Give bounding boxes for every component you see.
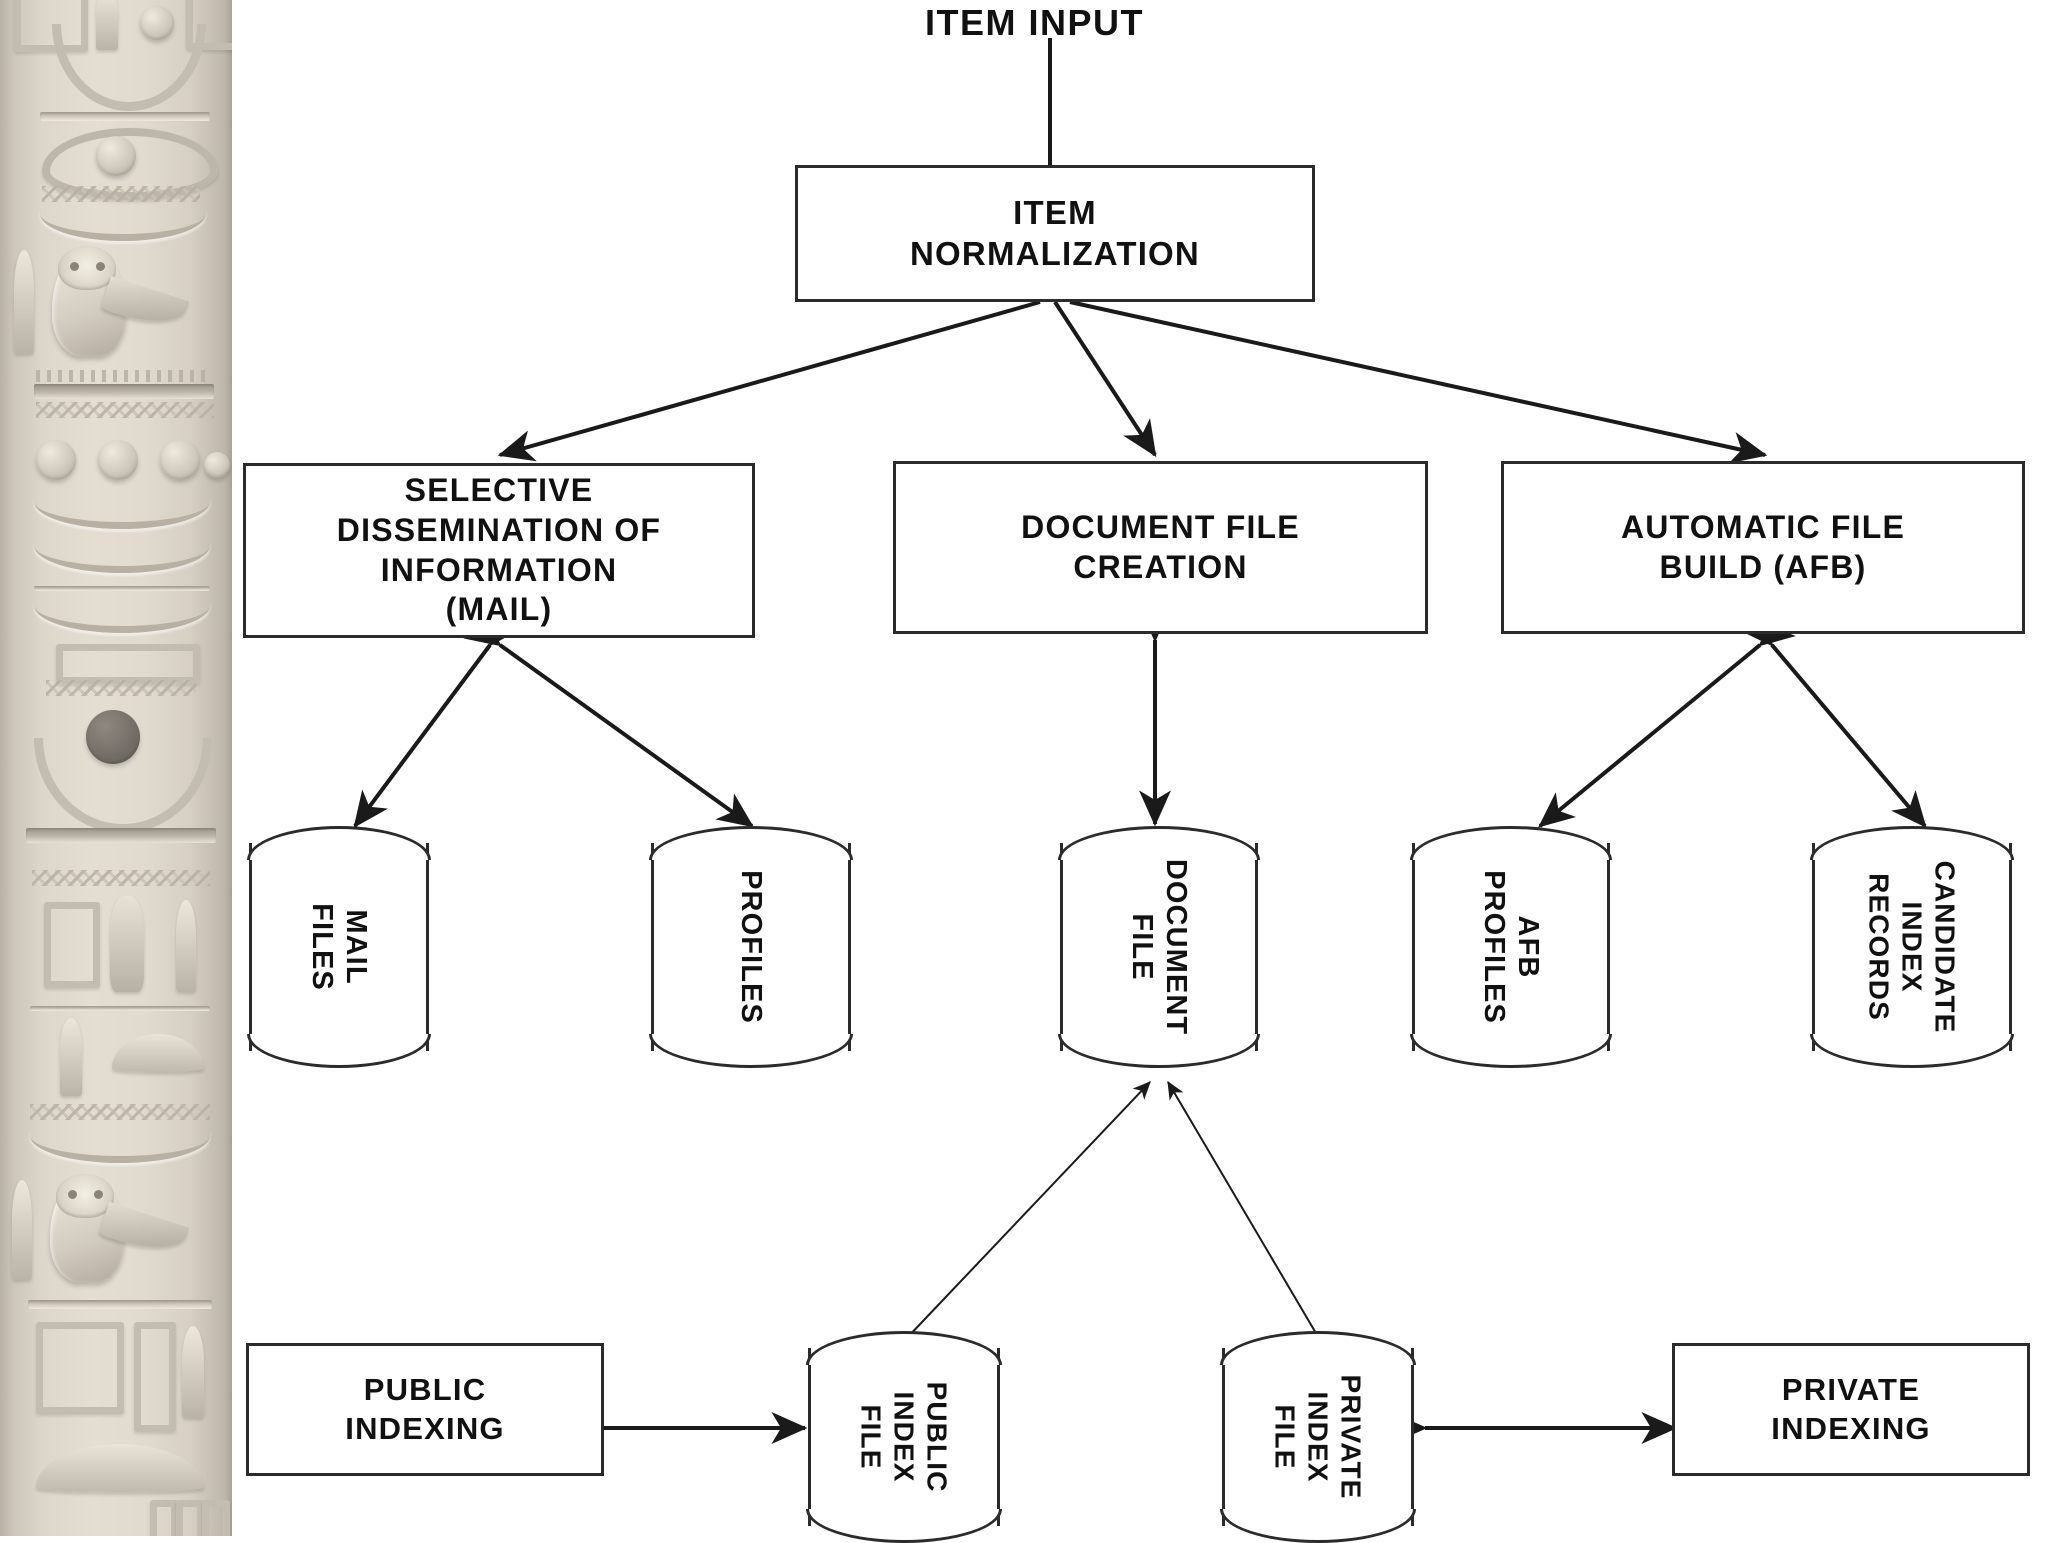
node-private-indexing-label: PRIVATE INDEXING	[1771, 1372, 1931, 1446]
datastore-candidate-index-records[interactable]: CANDIDATE INDEX RECORDS	[1810, 826, 2014, 1068]
datastore-bottom-cap	[806, 1509, 1002, 1543]
wire-norm-to-afb	[1069, 300, 1768, 464]
datastore-body	[808, 1348, 1000, 1526]
datastore-public-index-file-label: PUBLIC INDEX FILE	[855, 1381, 953, 1493]
datastore-bottom-cap	[1410, 1034, 1612, 1068]
datastore-top-cap	[247, 826, 431, 860]
wire-publicindexfile-documentfile	[904, 1081, 1151, 1341]
node-private-indexing[interactable]: PRIVATE INDEXING	[1672, 1343, 2030, 1476]
datastore-body	[1412, 843, 1610, 1051]
datastore-body	[1812, 843, 2012, 1051]
datastore-bottom-cap	[1058, 1034, 1260, 1068]
datastore-bottom-cap	[1220, 1509, 1416, 1543]
datastore-profiles[interactable]: PROFILES	[649, 826, 853, 1068]
datastore-body	[1060, 843, 1258, 1051]
node-public-indexing[interactable]: PUBLIC INDEXING	[246, 1343, 604, 1476]
node-automatic-file-build-label: AUTOMATIC FILE BUILD (AFB)	[1620, 508, 1906, 585]
node-item-normalization[interactable]: ITEM NORMALIZATION	[795, 165, 1315, 302]
datastore-bottom-cap	[649, 1034, 853, 1068]
datastore-body	[651, 843, 851, 1051]
datastore-bottom-cap	[247, 1034, 431, 1068]
datastore-top-cap	[806, 1331, 1002, 1365]
datastore-mail-files-label: MAIL FILES	[306, 903, 373, 991]
node-selective-dissemination[interactable]: SELECTIVE DISSEMINATION OF INFORMATION (…	[243, 463, 755, 638]
node-selective-dissemination-label: SELECTIVE DISSEMINATION OF INFORMATION (…	[336, 472, 662, 628]
wire-afb-profiles	[1538, 611, 1797, 828]
datastore-candidate-index-records-label: CANDIDATE INDEX RECORDS	[1863, 860, 1961, 1034]
wire-sdi-mailfiles	[353, 608, 523, 828]
datastore-mail-files[interactable]: MAIL FILES	[247, 826, 431, 1068]
datastore-top-cap	[1810, 826, 2014, 860]
node-item-normalization-label: ITEM NORMALIZATION	[910, 193, 1200, 272]
datastore-body	[1222, 1348, 1414, 1526]
datastore-body	[249, 843, 429, 1051]
wire-afb-candidate	[1738, 609, 1927, 828]
datastore-profiles-label: PROFILES	[735, 870, 768, 1024]
datastore-document-file-label: DOCUMENT FILE	[1126, 858, 1193, 1036]
wire-norm-to-dfc	[1053, 300, 1157, 458]
datastore-top-cap	[1058, 826, 1260, 860]
wire-sdi-profiles	[463, 612, 754, 828]
node-document-file-creation-label: DOCUMENT FILE CREATION	[1021, 508, 1300, 585]
datastore-top-cap	[1410, 826, 1612, 860]
wire-norm-to-sdi	[497, 300, 1041, 462]
datastore-bottom-cap	[1810, 1034, 2014, 1068]
datastore-afb-profiles-label: AFB PROFILES	[1478, 870, 1545, 1024]
datastore-afb-profiles[interactable]: AFB PROFILES	[1410, 826, 1612, 1068]
hieroglyph-relief-image	[0, 0, 232, 1536]
datastore-top-cap	[1220, 1331, 1416, 1365]
datastore-public-index-file[interactable]: PUBLIC INDEX FILE	[806, 1331, 1002, 1543]
datastore-document-file[interactable]: DOCUMENT FILE	[1058, 826, 1260, 1068]
datastore-private-index-file[interactable]: PRIVATE INDEX FILE	[1220, 1331, 1416, 1543]
node-document-file-creation[interactable]: DOCUMENT FILE CREATION	[893, 461, 1428, 634]
node-automatic-file-build[interactable]: AUTOMATIC FILE BUILD (AFB)	[1501, 461, 2025, 634]
datastore-private-index-file-label: PRIVATE INDEX FILE	[1269, 1374, 1367, 1500]
wire-privateindexfile-documentfile	[1167, 1080, 1321, 1341]
node-public-indexing-label: PUBLIC INDEXING	[345, 1372, 505, 1446]
datastore-top-cap	[649, 826, 853, 860]
item-input-label: ITEM INPUT	[925, 2, 1144, 43]
